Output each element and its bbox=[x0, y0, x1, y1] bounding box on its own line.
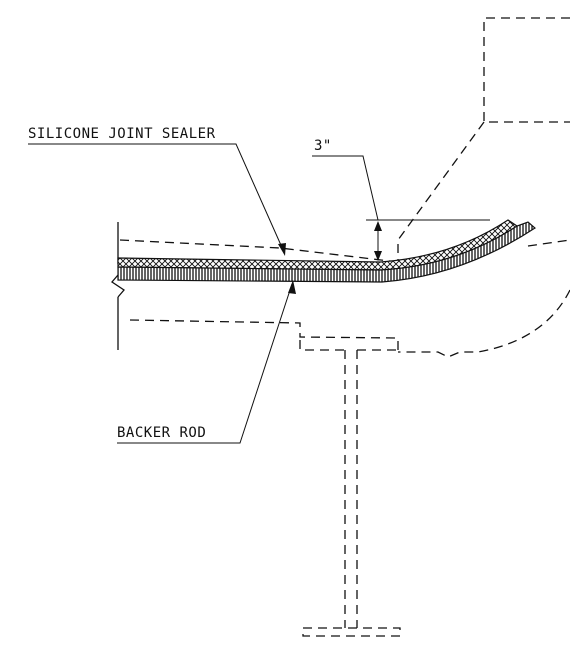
dimension-arrow-top bbox=[374, 221, 382, 231]
dimension-leader bbox=[312, 155, 379, 221]
break-symbol bbox=[111, 274, 125, 298]
backer-leader bbox=[117, 283, 293, 444]
right-slab-profile bbox=[398, 239, 570, 358]
deck-top-dashed-line bbox=[119, 239, 399, 263]
dimension-arrow-bottom bbox=[374, 251, 382, 261]
lower-slab-outline bbox=[129, 319, 399, 352]
girder-top-flange bbox=[299, 340, 398, 351]
upper-block-outline bbox=[483, 17, 570, 123]
sealer-leader bbox=[28, 143, 285, 253]
backer-label: BACKER ROD bbox=[117, 425, 206, 441]
diagonal-slope-line bbox=[397, 121, 485, 262]
dimension-label: 3" bbox=[314, 138, 332, 154]
sealer-arrowhead bbox=[278, 243, 286, 256]
sealer-label: SILICONE JOINT SEALER bbox=[28, 126, 216, 142]
girder-bottom-flange bbox=[302, 627, 401, 637]
backer-rod bbox=[117, 221, 536, 283]
backer-arrowhead bbox=[288, 280, 296, 294]
